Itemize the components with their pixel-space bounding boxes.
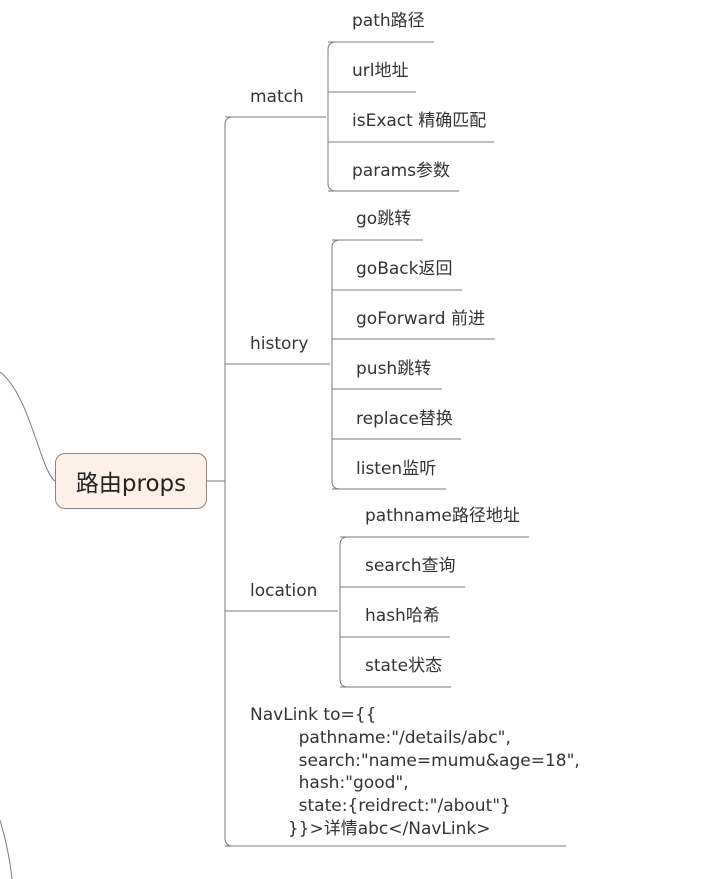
history-bracket [331,239,341,490]
navlink-line: pathname:"/details/abc", [250,727,511,748]
leaf-go[interactable]: go跳转 [356,209,412,229]
parent-connector [0,371,56,482]
root-node[interactable]: 路由props [55,453,207,509]
branch-match[interactable]: match [250,87,304,107]
leaf-isexact[interactable]: isExact 精确匹配 [352,111,487,131]
navlink-line: hash:"good", [250,773,409,794]
navlink-line: }}>详情abc</NavLink> [250,818,491,839]
leaf-search[interactable]: search查询 [365,556,456,576]
leaf-state[interactable]: state状态 [365,656,443,676]
leaf-goback[interactable]: goBack返回 [356,259,453,279]
match-bracket [327,41,337,192]
leaf-replace[interactable]: replace替换 [356,409,453,429]
branch-history[interactable]: history [250,334,309,354]
leaf-url[interactable]: url地址 [352,61,409,81]
navlink-node[interactable]: NavLink to={{ pathname:"/details/abc", s… [250,704,580,841]
trunk-line [224,116,234,847]
leaf-listen[interactable]: listen监听 [356,459,437,479]
leaf-goforward[interactable]: goForward 前进 [356,309,485,329]
branch-location[interactable]: location [250,581,318,601]
navlink-line: state:{reidrect:"/about"} [250,796,511,817]
leaf-hash[interactable]: hash哈希 [365,606,440,626]
navlink-line: search:"name=mumu&age=18", [250,750,580,771]
stray-connector [0,819,13,879]
leaf-params[interactable]: params参数 [352,161,451,181]
navlink-line: NavLink to={{ [250,705,377,725]
leaf-path[interactable]: path路径 [352,11,425,31]
leaf-pathname[interactable]: pathname路径地址 [365,506,520,526]
leaf-push[interactable]: push跳转 [356,359,432,379]
location-bracket [339,536,349,688]
